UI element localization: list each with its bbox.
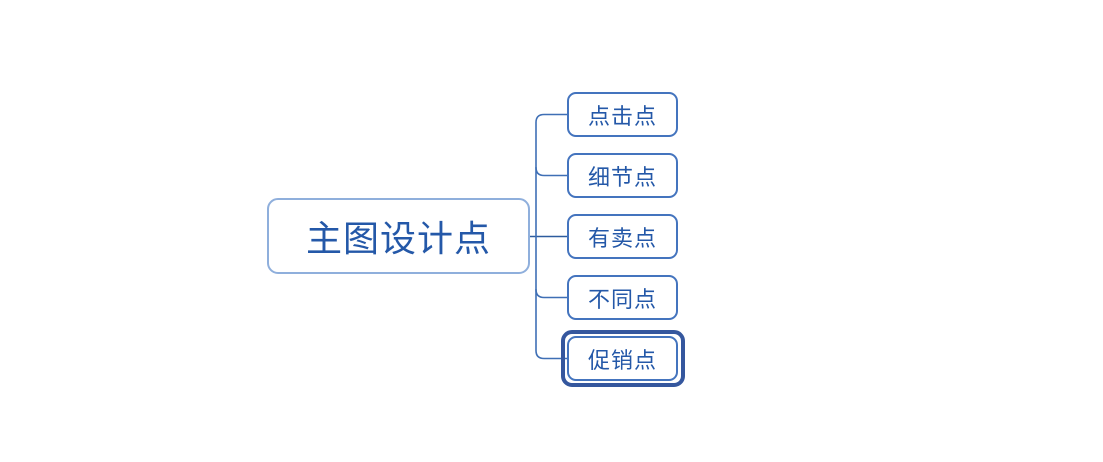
child-node-4-label: 不同点 [587, 287, 657, 313]
child-node-5-label: 促销点 [587, 348, 657, 374]
connector-trunk-to-child-4 [535, 288, 568, 299]
child-node-5[interactable]: 促销点 [567, 336, 678, 381]
child-node-4[interactable]: 不同点 [567, 275, 678, 320]
root-node[interactable]: 主图设计点 [267, 198, 530, 274]
child-node-1-label: 点击点 [587, 104, 657, 130]
child-node-3[interactable]: 有卖点 [567, 214, 678, 259]
root-node-label: 主图设计点 [305, 219, 491, 260]
connector-trunk-to-child-2 [535, 166, 568, 177]
child-node-1[interactable]: 点击点 [567, 92, 678, 137]
child-node-2-label: 细节点 [587, 165, 657, 191]
child-node-2[interactable]: 细节点 [567, 153, 678, 198]
child-node-3-label: 有卖点 [587, 226, 657, 252]
connector-trunk-to-child-5 [535, 235, 568, 360]
connector-trunk-to-child-1 [535, 113, 568, 238]
